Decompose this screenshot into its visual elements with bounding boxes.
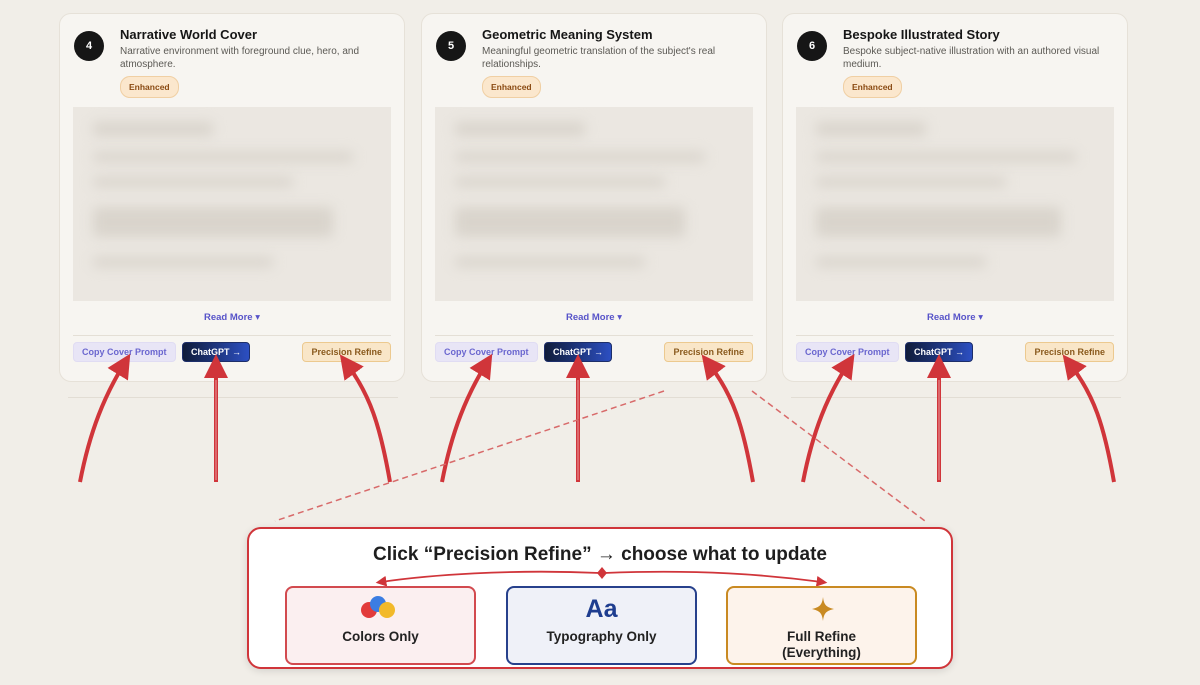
card-description: Narrative environment with foreground cl… xyxy=(120,46,360,70)
card-number-badge: 6 xyxy=(797,31,827,61)
caret-down-icon: ▾ xyxy=(617,312,622,323)
blurred-preview-image xyxy=(435,107,753,301)
enhanced-badge: Enhanced xyxy=(482,76,541,98)
option-label: Typography Only xyxy=(546,629,657,644)
option-sublabel: (Everything) xyxy=(782,645,861,660)
blurred-preview-image xyxy=(73,107,391,301)
card-shadow-line xyxy=(68,397,398,398)
arrow-to-refine-4 xyxy=(339,354,392,483)
option-branch-arrows xyxy=(375,567,828,587)
colors-only-option[interactable]: Colors Only xyxy=(285,586,476,665)
read-more-link[interactable]: Read More ▾ xyxy=(204,312,260,323)
arrow-to-copy-4 xyxy=(78,353,131,483)
arrow-to-copy-6 xyxy=(801,353,855,483)
enhanced-badge: Enhanced xyxy=(843,76,902,98)
dashed-connector-right xyxy=(751,390,926,522)
arrow-to-copy-5 xyxy=(440,353,493,483)
read-more-link[interactable]: Read More ▾ xyxy=(566,312,622,323)
blurred-preview-image xyxy=(796,107,1114,301)
precision-refine-callout: Click “Precision Refine” → choose what t… xyxy=(247,527,953,669)
typography-only-option[interactable]: Aa Typography Only xyxy=(506,586,697,665)
full-refine-option[interactable]: Full Refine (Everything) xyxy=(726,586,917,665)
dashed-connector-left xyxy=(274,390,665,522)
sparkle-icon xyxy=(812,597,834,621)
card-description: Meaningful geometric translation of the … xyxy=(482,46,716,70)
cover-card-5: 5 Geometric Meaning System Meaningful ge… xyxy=(421,13,767,382)
divider xyxy=(73,335,391,336)
arrow-to-refine-5 xyxy=(701,354,755,483)
card-description: Bespoke subject-native illustration with… xyxy=(843,46,1100,70)
card-title: Geometric Meaning System xyxy=(482,27,653,42)
cover-card-4: 4 Narrative World Cover Narrative enviro… xyxy=(59,13,405,382)
option-label: Colors Only xyxy=(342,629,419,644)
arrow-to-refine-6 xyxy=(1062,354,1116,483)
typography-aa-icon: Aa xyxy=(585,595,618,623)
caret-down-icon: ▾ xyxy=(255,312,260,323)
card-title: Narrative World Cover xyxy=(120,27,258,42)
divider xyxy=(435,335,753,336)
option-label: Full Refine xyxy=(786,629,856,644)
caret-down-icon: ▾ xyxy=(978,312,983,323)
cover-card-6: 6 Bespoke Illustrated Story Bespoke subj… xyxy=(782,13,1128,382)
card-shadow-line xyxy=(791,397,1121,398)
divider xyxy=(796,335,1114,336)
card-title: Bespoke Illustrated Story xyxy=(843,27,1000,42)
card-shadow-line xyxy=(430,397,760,398)
callout-title: Click “Precision Refine” → choose what t… xyxy=(373,544,827,565)
card-number-badge: 4 xyxy=(74,31,104,61)
color-circles-icon xyxy=(361,596,395,618)
read-more-link[interactable]: Read More ▾ xyxy=(927,312,983,323)
enhanced-badge: Enhanced xyxy=(120,76,179,98)
card-number-badge: 5 xyxy=(436,31,466,61)
